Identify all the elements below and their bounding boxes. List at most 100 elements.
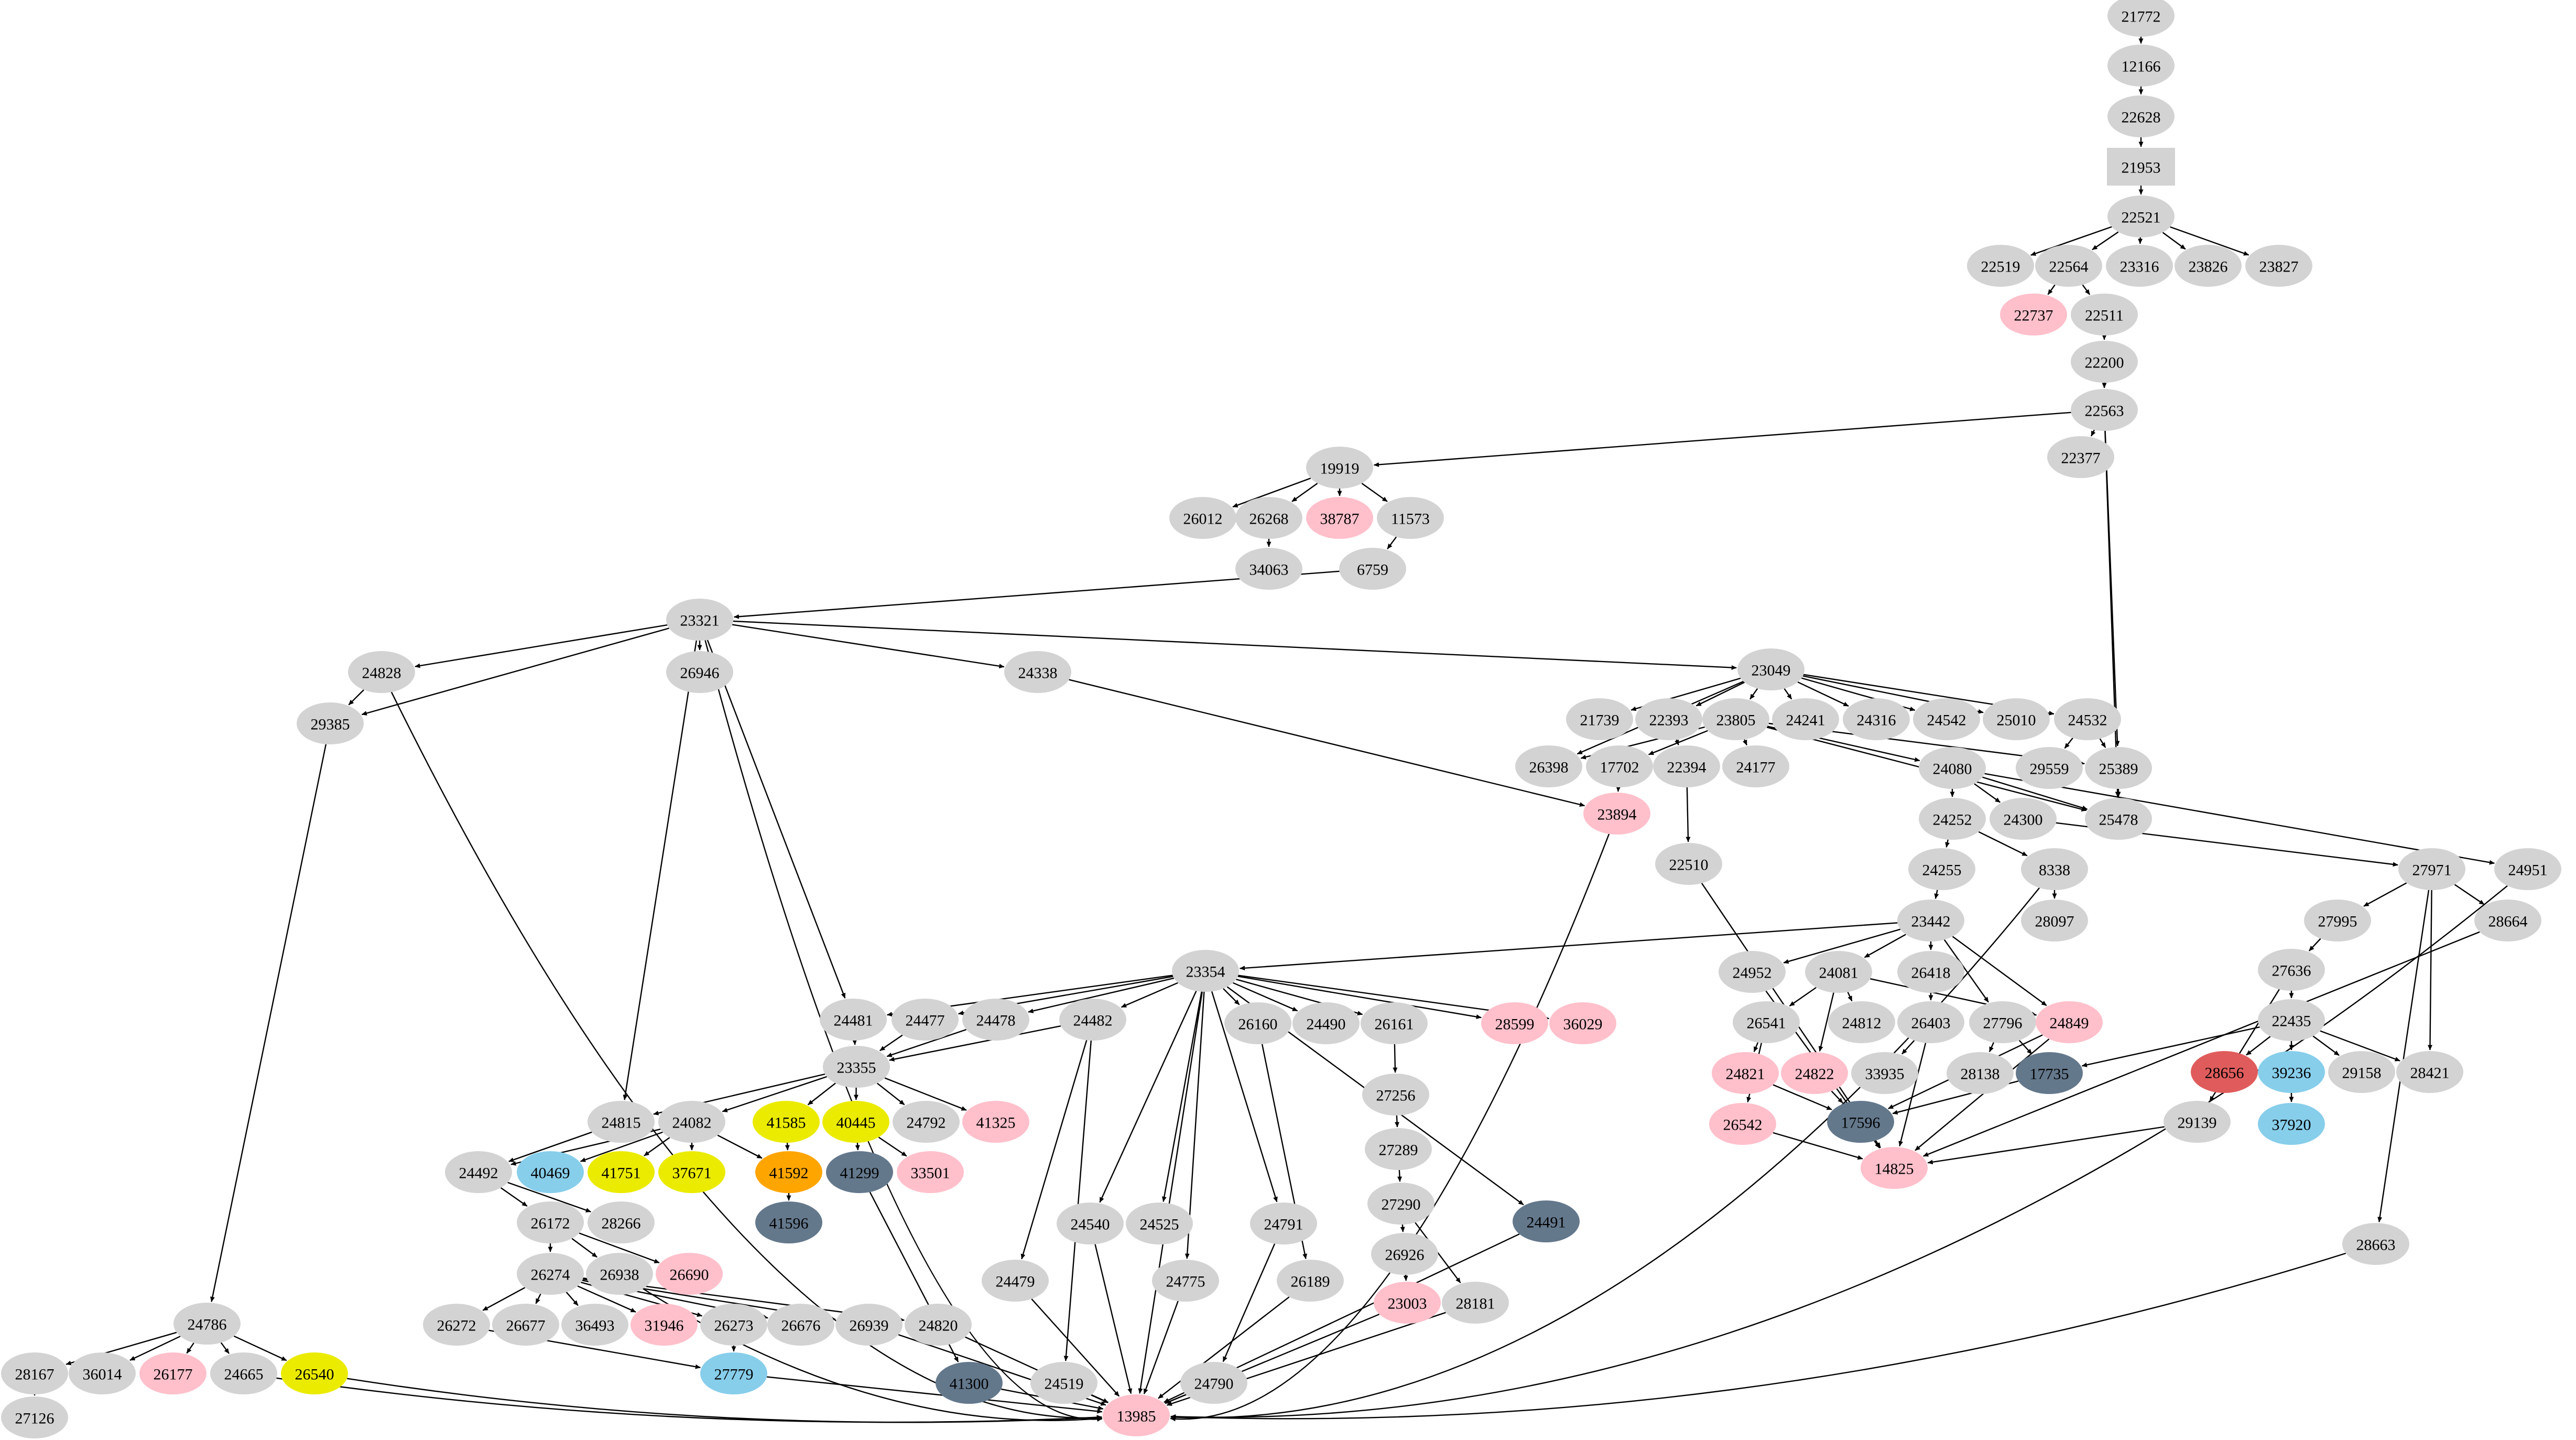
node-17735: 17735 (2016, 1052, 2083, 1094)
edge-23805-17702 (1648, 730, 1708, 755)
node-24791: 24791 (1250, 1203, 1317, 1244)
node-label: 24532 (2068, 712, 2107, 729)
node-label: 24540 (1071, 1216, 1110, 1233)
edge-24822-17596 (1831, 1090, 1843, 1103)
edge-11573-6759 (1387, 536, 1397, 549)
edge-23442-24952 (1783, 928, 1901, 964)
node-label: 24952 (1733, 965, 1772, 982)
node-label: 36014 (83, 1366, 122, 1383)
node-ellipse-shape (348, 651, 415, 693)
edge-27995-27636 (2308, 938, 2321, 951)
node-label: 29139 (2178, 1114, 2217, 1132)
edge-22435-28421 (2320, 1030, 2400, 1062)
edge-24828-13985 (390, 691, 1102, 1420)
node-label: 29158 (2342, 1065, 2382, 1082)
node-34063: 34063 (1235, 548, 1302, 590)
edge-22435-29158 (2312, 1035, 2340, 1056)
edge-23442-24849 (1952, 936, 2047, 1006)
node-ellipse-shape (962, 999, 1029, 1041)
edge-27796-17735 (2018, 1040, 2032, 1055)
node-label: 28656 (2205, 1065, 2244, 1082)
edge-24081-24812 (1847, 991, 1853, 1002)
edge-24951-13985 (1170, 885, 2508, 1419)
node-41300: 41300 (936, 1362, 1003, 1404)
edge-24786-24665 (220, 1342, 230, 1354)
node-ellipse-shape (1733, 1001, 1800, 1043)
node-label: 28181 (1456, 1295, 1495, 1313)
node-label: 36493 (575, 1317, 615, 1335)
edge-23442-23354 (1240, 922, 1898, 971)
edge-23049-23805 (1749, 688, 1758, 700)
node-ellipse-shape (1712, 1052, 1779, 1094)
edge-41585-41592 (785, 1142, 790, 1151)
edge-23049-24316 (1797, 681, 1849, 707)
node-24828: 24828 (348, 651, 415, 693)
node-26161: 26161 (1361, 1002, 1428, 1044)
edge-23354-24482 (1121, 982, 1178, 1008)
node-label: 28664 (2488, 913, 2528, 930)
edge-26274-26677 (535, 1293, 541, 1304)
node-23826: 23826 (2175, 245, 2242, 287)
edge-24532-25389 (2099, 738, 2106, 748)
node-ellipse-shape (755, 1201, 822, 1243)
node-ellipse-shape (1057, 1203, 1124, 1244)
node-27256: 27256 (1362, 1074, 1429, 1116)
edge-24482-24519 (1063, 1040, 1092, 1361)
node-26273: 26273 (700, 1304, 767, 1346)
node-23354: 23354 (1172, 950, 1239, 992)
node-label: 24478 (976, 1012, 1016, 1030)
node-ellipse-shape (1967, 245, 2034, 287)
node-24482: 24482 (1059, 999, 1126, 1041)
edge-22563-22377 (2090, 429, 2096, 437)
node-24775: 24775 (1152, 1260, 1219, 1302)
node-ellipse-shape (2000, 294, 2067, 335)
edge-23442-24081 (1864, 934, 1906, 958)
node-ellipse-shape (1653, 745, 1720, 787)
node-ellipse-shape (1362, 1074, 1429, 1116)
edge-24082-41751 (644, 1137, 670, 1156)
node-ellipse-shape (666, 651, 733, 693)
node-label: 22435 (2272, 1013, 2311, 1030)
node-27636: 27636 (2258, 949, 2325, 991)
node-label: 40469 (531, 1165, 570, 1182)
node-ellipse-shape (1371, 1233, 1438, 1275)
node-ellipse-shape (1515, 745, 1582, 787)
edge-17596-14825 (1874, 1140, 1881, 1149)
node-21772: 21772 (2107, 0, 2175, 37)
edge-24082-40469 (580, 1131, 663, 1162)
edge-23354-24775 (1184, 991, 1205, 1259)
node-label: 21772 (2122, 8, 2161, 26)
node-label: 28663 (2356, 1237, 2396, 1254)
node-label: 27971 (2412, 862, 2452, 879)
node-24822: 24822 (1781, 1052, 1848, 1094)
node-label: 41585 (767, 1114, 806, 1132)
edge-26274-31946 (577, 1285, 636, 1313)
node-ellipse-shape (1277, 1260, 1344, 1302)
edge-27971-28663 (2377, 890, 2430, 1222)
node-37920: 37920 (2258, 1103, 2325, 1145)
node-22564: 22564 (2035, 245, 2102, 287)
node-label: 26189 (1291, 1273, 1330, 1291)
edge-23354-24525 (1161, 991, 1202, 1202)
edge-19919-26268 (1291, 483, 1318, 502)
edge-6759-23321 (734, 570, 1340, 619)
edge-26189-13985 (1158, 1296, 1290, 1399)
node-ellipse-shape (1004, 651, 1071, 693)
edge-23354-24490 (1233, 982, 1298, 1012)
edge-23354-28599 (1237, 976, 1482, 1020)
node-label: 12166 (2122, 58, 2161, 75)
node-28664: 28664 (2474, 900, 2541, 941)
node-24525: 24525 (1126, 1203, 1193, 1244)
node-ellipse-shape (1377, 497, 1444, 539)
edge-28664-14825 (1923, 931, 2480, 1157)
edge-23321-29385 (361, 627, 669, 716)
node-ellipse-shape (1250, 1203, 1317, 1244)
node-22377: 22377 (2047, 436, 2114, 478)
node-label: 24081 (1819, 965, 1858, 982)
node-27289: 27289 (1365, 1128, 1432, 1170)
node-28097: 28097 (2021, 900, 2088, 941)
node-label: 28167 (15, 1366, 55, 1383)
node-ellipse-shape (2071, 389, 2138, 431)
node-label: 27256 (1376, 1087, 1416, 1105)
node-label: 26272 (437, 1317, 476, 1335)
